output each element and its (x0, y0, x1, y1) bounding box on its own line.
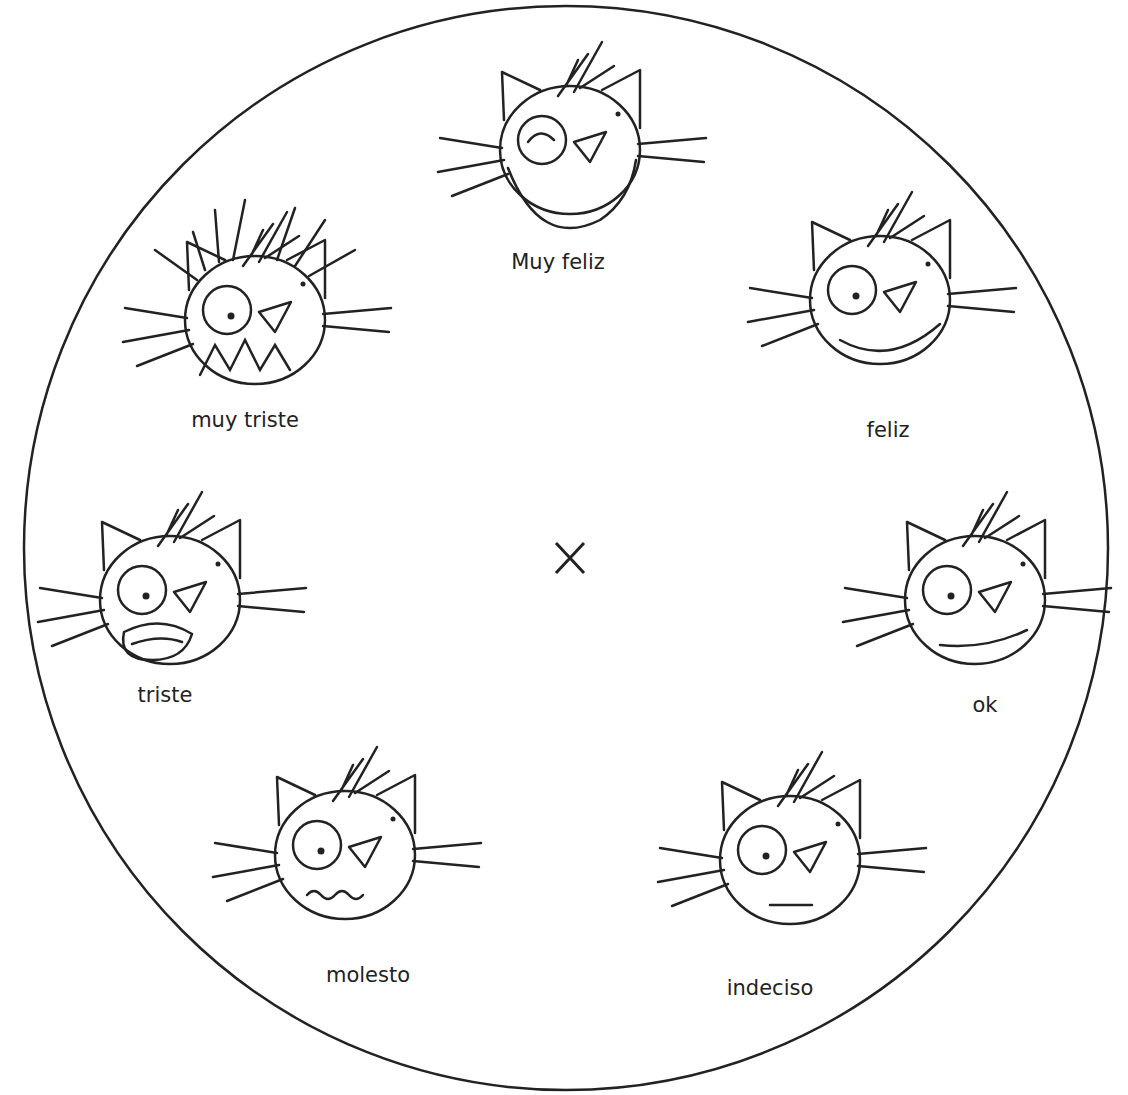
emotion-label: triste (138, 683, 193, 707)
emotion-label: ok (972, 693, 997, 717)
centre-mark (556, 543, 584, 573)
emotion-label: molesto (326, 963, 410, 987)
emotion-label: Muy feliz (511, 250, 605, 274)
emotion-label: muy triste (191, 408, 299, 432)
emotion-label: feliz (866, 418, 909, 442)
emotion-label: indeciso (727, 976, 814, 1000)
